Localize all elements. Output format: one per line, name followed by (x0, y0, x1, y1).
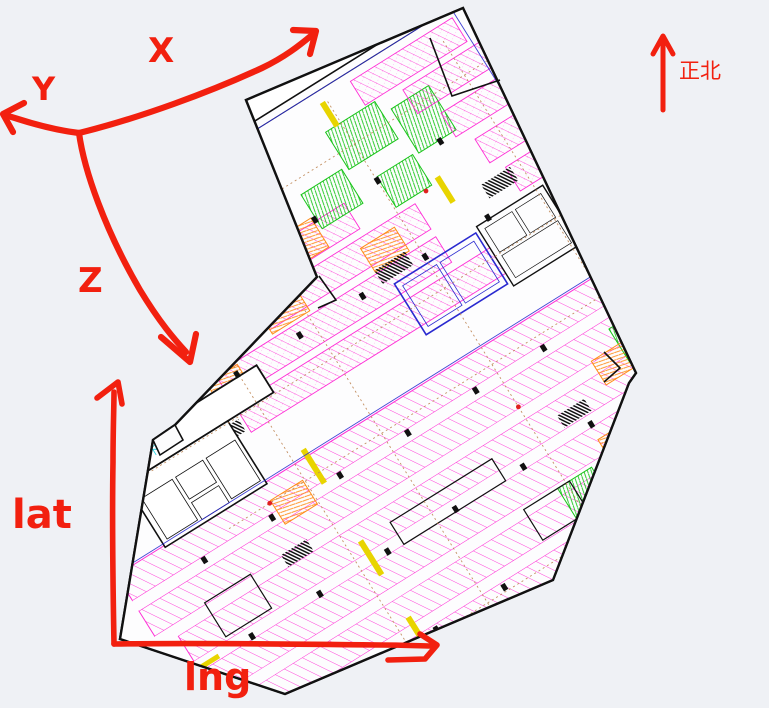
axis-arrow-z (75, 129, 200, 366)
axis-arrow-y (0, 99, 83, 137)
axis-label-lat: lat (12, 492, 72, 538)
axis-arrow-lng (111, 631, 440, 663)
axis-arrow-x (75, 26, 320, 137)
axis-arrow-lat (94, 379, 125, 647)
north-arrow-icon (650, 33, 676, 113)
axis-label-y: Y (31, 70, 56, 108)
north-label: 正北 (679, 59, 721, 83)
axis-label-z: Z (78, 261, 103, 301)
axis-label-x: X (148, 31, 174, 71)
axis-label-lng: lng (184, 655, 251, 699)
